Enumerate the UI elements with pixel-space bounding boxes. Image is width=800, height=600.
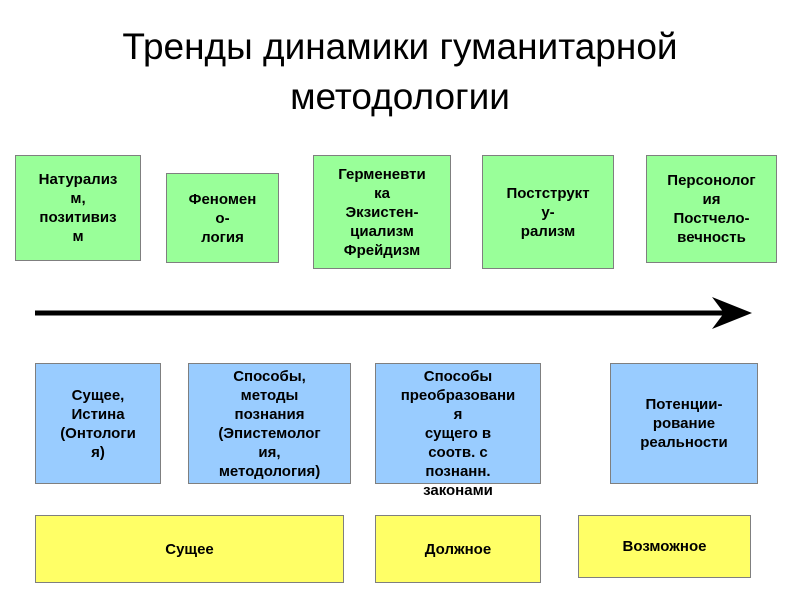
trend-label: Герменевти ка Экзистен- циализм Фрейдизм bbox=[338, 165, 426, 259]
trend-box-personology: Персонолог ия Постчело- вечность bbox=[646, 155, 777, 263]
modality-label: Должное bbox=[424, 540, 492, 558]
arrow-head-icon bbox=[712, 297, 752, 329]
aspect-label: Сущее, Истина (Онтологи я) bbox=[60, 386, 136, 461]
aspect-label: Способы, методы познания (Эпистемолог ия… bbox=[218, 367, 321, 480]
aspect-label: Способы преобразовани я сущего в соотв. … bbox=[400, 368, 516, 499]
trend-box-hermeneutics: Герменевти ка Экзистен- циализм Фрейдизм bbox=[313, 155, 451, 269]
trend-box-naturalism: Натурализ м, позитивиз м bbox=[15, 155, 141, 261]
trend-label: Феномен о- логия bbox=[188, 190, 257, 246]
modality-box-due: Должное bbox=[375, 515, 541, 583]
modality-box-existent: Сущее bbox=[35, 515, 344, 583]
slide-title: Тренды динамики гуманитарной методологии bbox=[122, 26, 678, 117]
modality-label: Возможное bbox=[622, 538, 707, 555]
trend-label: Натурализ м, позитивиз м bbox=[38, 171, 118, 245]
aspect-box-ontology: Сущее, Истина (Онтологи я) bbox=[35, 363, 161, 484]
trend-box-poststructuralism: Постструкт у- рализм bbox=[482, 155, 614, 269]
aspect-box-epistemology: Способы, методы познания (Эпистемолог ия… bbox=[188, 363, 351, 484]
modality-label: Сущее bbox=[165, 540, 214, 558]
trend-label: Постструкт у- рализм bbox=[506, 184, 590, 240]
aspect-box-transformation: Способы преобразовани я сущего в соотв. … bbox=[375, 363, 541, 499]
aspect-label: Потенции- рование реальности bbox=[640, 396, 728, 451]
modality-box-possible: Возможное bbox=[578, 515, 751, 578]
trend-box-phenomenology: Феномен о- логия bbox=[166, 173, 279, 263]
trend-label: Персонолог ия Постчело- вечность bbox=[667, 172, 756, 246]
aspect-box-potentiation: Потенции- рование реальности bbox=[610, 363, 758, 484]
